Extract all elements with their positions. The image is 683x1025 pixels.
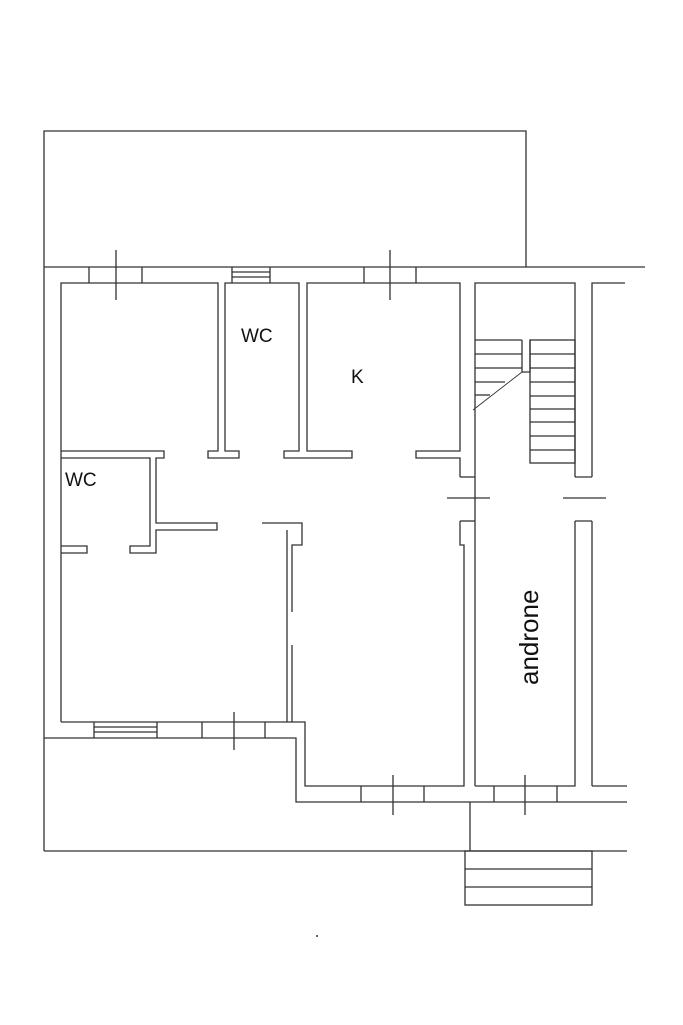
dot-mark [316, 935, 318, 937]
inner-walls [60, 282, 627, 787]
internal-staircase [472, 339, 576, 464]
balcony-top [43, 130, 527, 267]
label-wc-top: WC [241, 326, 273, 347]
label-wc-left: WC [65, 470, 97, 491]
label-kitchen: K [351, 367, 364, 388]
label-androne: androne [514, 590, 544, 685]
windows [88, 250, 606, 815]
entrance-steps [464, 850, 593, 906]
